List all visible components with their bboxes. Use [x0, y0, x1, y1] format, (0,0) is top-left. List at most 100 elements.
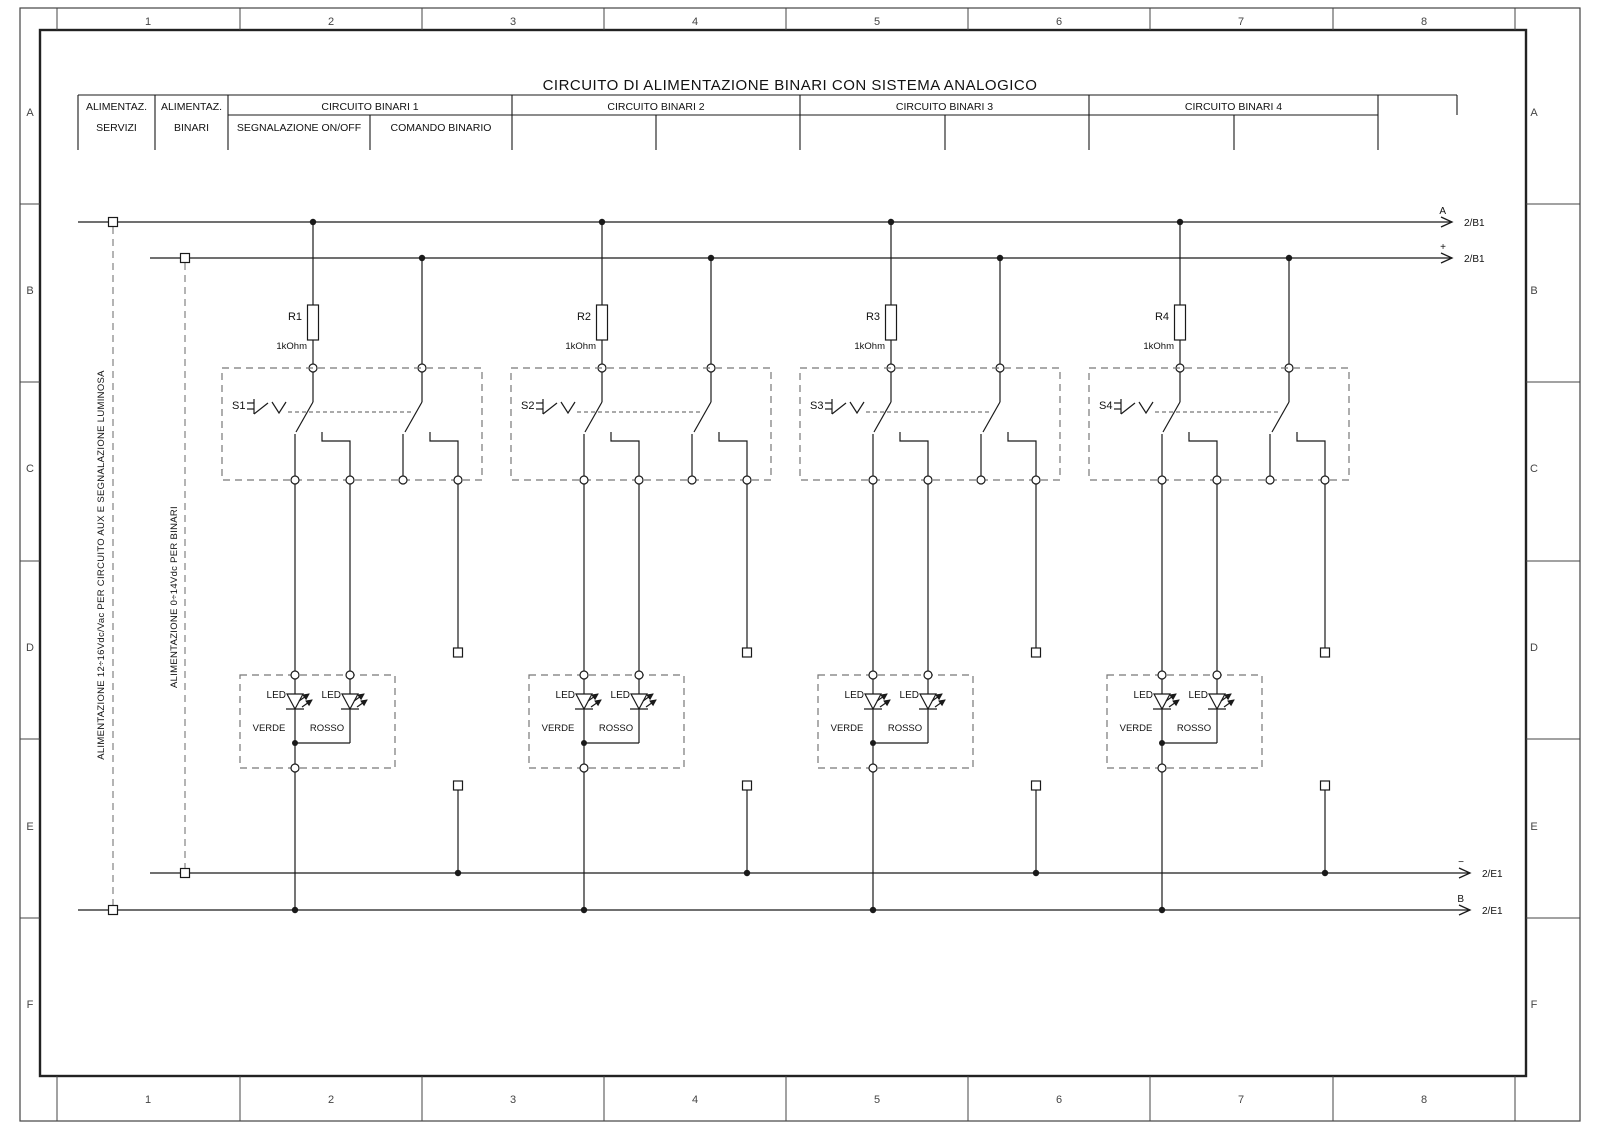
- resistor-label: R2: [577, 311, 591, 323]
- circuit-block-3: R3 1kOhm S3 LED LED VERDE ROSSO: [800, 219, 1060, 913]
- outer-border: [19, 7, 1581, 1122]
- row-ticks-right: [1526, 203, 1580, 919]
- circuit-graphics: [1089, 219, 1349, 913]
- header-servizi-2: SERVIZI: [96, 122, 137, 134]
- bus-plus-label: +: [1440, 242, 1446, 253]
- row-label: E: [26, 821, 33, 833]
- row-label: F: [27, 999, 34, 1011]
- circuit-graphics: [511, 219, 771, 913]
- header-circuit-3: CIRCUITO BINARI 3: [896, 101, 993, 113]
- col-label: 7: [1238, 16, 1244, 28]
- bus-minus-label: −: [1458, 857, 1464, 868]
- col-label: 1: [145, 16, 151, 28]
- row-label: A: [1530, 107, 1538, 119]
- led-green-label: LED: [267, 690, 286, 701]
- header-labels: ALIMENTAZ. SERVIZI ALIMENTAZ. BINARI CIR…: [86, 101, 1282, 134]
- arrow-right-icon: [1458, 867, 1472, 879]
- row-label: E: [1530, 821, 1537, 833]
- col-label: 4: [692, 1094, 698, 1106]
- led-red-color: ROSSO: [1177, 723, 1211, 734]
- col-label: 5: [874, 16, 880, 28]
- header-servizi-1: ALIMENTAZ.: [86, 101, 147, 113]
- column-ticks-bottom: [56, 1076, 1516, 1121]
- row-label: A: [26, 107, 34, 119]
- switch-label: S4: [1099, 400, 1112, 412]
- col-label: 8: [1421, 16, 1427, 28]
- led-red-color: ROSSO: [888, 723, 922, 734]
- switch-label: S3: [810, 400, 823, 412]
- circuit-graphics: [222, 219, 482, 913]
- resistor-label: R3: [866, 311, 880, 323]
- column-ticks-top: [56, 8, 1516, 30]
- bus-a-ref: 2/B1: [1464, 218, 1485, 229]
- supply-terminal: [107, 216, 119, 228]
- arrow-right-icon: [1458, 904, 1472, 916]
- led-red-label: LED: [322, 690, 341, 701]
- supply-binari-label: ALIMENTAZIONE 0÷14Vdc PER BINARI: [169, 506, 180, 688]
- col-label: 3: [510, 1094, 516, 1106]
- circuit-block-2: R2 1kOhm S2 LED LED VERDE ROSSO: [511, 219, 771, 913]
- col-label: 5: [874, 1094, 880, 1106]
- led-green-color: VERDE: [542, 723, 575, 734]
- row-label: C: [26, 463, 34, 475]
- led-red-color: ROSSO: [599, 723, 633, 734]
- col-label: 4: [692, 16, 698, 28]
- frame-row-labels: A B C D E F A B C D E F: [26, 107, 1538, 1011]
- header-circuit-4: CIRCUITO BINARI 4: [1185, 101, 1282, 113]
- col-label: 8: [1421, 1094, 1427, 1106]
- inner-border: [38, 28, 1528, 1078]
- header-sub-vertical-lines: [369, 95, 1458, 150]
- arrow-right-icon: [1440, 216, 1454, 228]
- supply-terminal: [179, 867, 191, 879]
- col-label: 7: [1238, 1094, 1244, 1106]
- circuit-block-4: R4 1kOhm S4 LED LED VERDE ROSSO: [1089, 219, 1349, 913]
- led-green-color: VERDE: [1120, 723, 1153, 734]
- row-label: C: [1530, 463, 1538, 475]
- arrow-right-icon: [1440, 252, 1454, 264]
- supply-aux-label: ALIMENTAZIONE 12÷16Vdc/Vac PER CIRCUITO …: [96, 370, 107, 760]
- bus-a-label: A: [1439, 206, 1446, 217]
- row-label: B: [26, 285, 33, 297]
- supply-aux: ALIMENTAZIONE 12÷16Vdc/Vac PER CIRCUITO …: [96, 216, 119, 916]
- col-label: 6: [1056, 16, 1062, 28]
- col-label: 3: [510, 16, 516, 28]
- drawing-frame: [19, 7, 1581, 1122]
- led-green-color: VERDE: [253, 723, 286, 734]
- resistor-value: 1kOhm: [565, 341, 596, 352]
- bus-minus: − 2/E1: [150, 857, 1503, 880]
- circuit-graphics: [800, 219, 1060, 913]
- led-green-label: LED: [1134, 690, 1153, 701]
- col-label: 1: [145, 1094, 151, 1106]
- supply-terminal: [107, 904, 119, 916]
- bus-b-ref: 2/E1: [1482, 906, 1503, 917]
- header-circuit-2: CIRCUITO BINARI 2: [607, 101, 704, 113]
- led-red-label: LED: [611, 690, 630, 701]
- bus-minus-ref: 2/E1: [1482, 869, 1503, 880]
- header-horizontal-lines: [78, 94, 1457, 116]
- led-red-label: LED: [1189, 690, 1208, 701]
- header-binari-1: ALIMENTAZ.: [161, 101, 222, 113]
- bus-plus: + 2/B1: [150, 242, 1485, 265]
- header-binari-2: BINARI: [174, 122, 209, 134]
- bus-b: B 2/E1: [78, 894, 1503, 917]
- header-circuit-1: CIRCUITO BINARI 1: [321, 101, 418, 113]
- bus-b-label: B: [1457, 894, 1464, 905]
- header-circuit1-sub2: COMANDO BINARIO: [391, 122, 492, 134]
- row-label: B: [1530, 285, 1537, 297]
- col-label: 6: [1056, 1094, 1062, 1106]
- row-label: D: [1530, 642, 1538, 654]
- row-ticks-left: [20, 203, 40, 919]
- col-label: 2: [328, 16, 334, 28]
- header-circuit1-sub1: SEGNALAZIONE ON/OFF: [237, 122, 361, 134]
- header-table: [77, 94, 1458, 150]
- led-green-label: LED: [845, 690, 864, 701]
- supply-binari: ALIMENTAZIONE 0÷14Vdc PER BINARI: [169, 252, 191, 879]
- circuit-block-1: R1 1kOhm S1 LED LED VERDE ROSSO: [222, 219, 482, 913]
- resistor-value: 1kOhm: [276, 341, 307, 352]
- bus-plus-ref: 2/B1: [1464, 254, 1485, 265]
- switch-label: S1: [232, 400, 245, 412]
- drawing-title: CIRCUITO DI ALIMENTAZIONE BINARI CON SIS…: [543, 77, 1038, 94]
- resistor-value: 1kOhm: [1143, 341, 1174, 352]
